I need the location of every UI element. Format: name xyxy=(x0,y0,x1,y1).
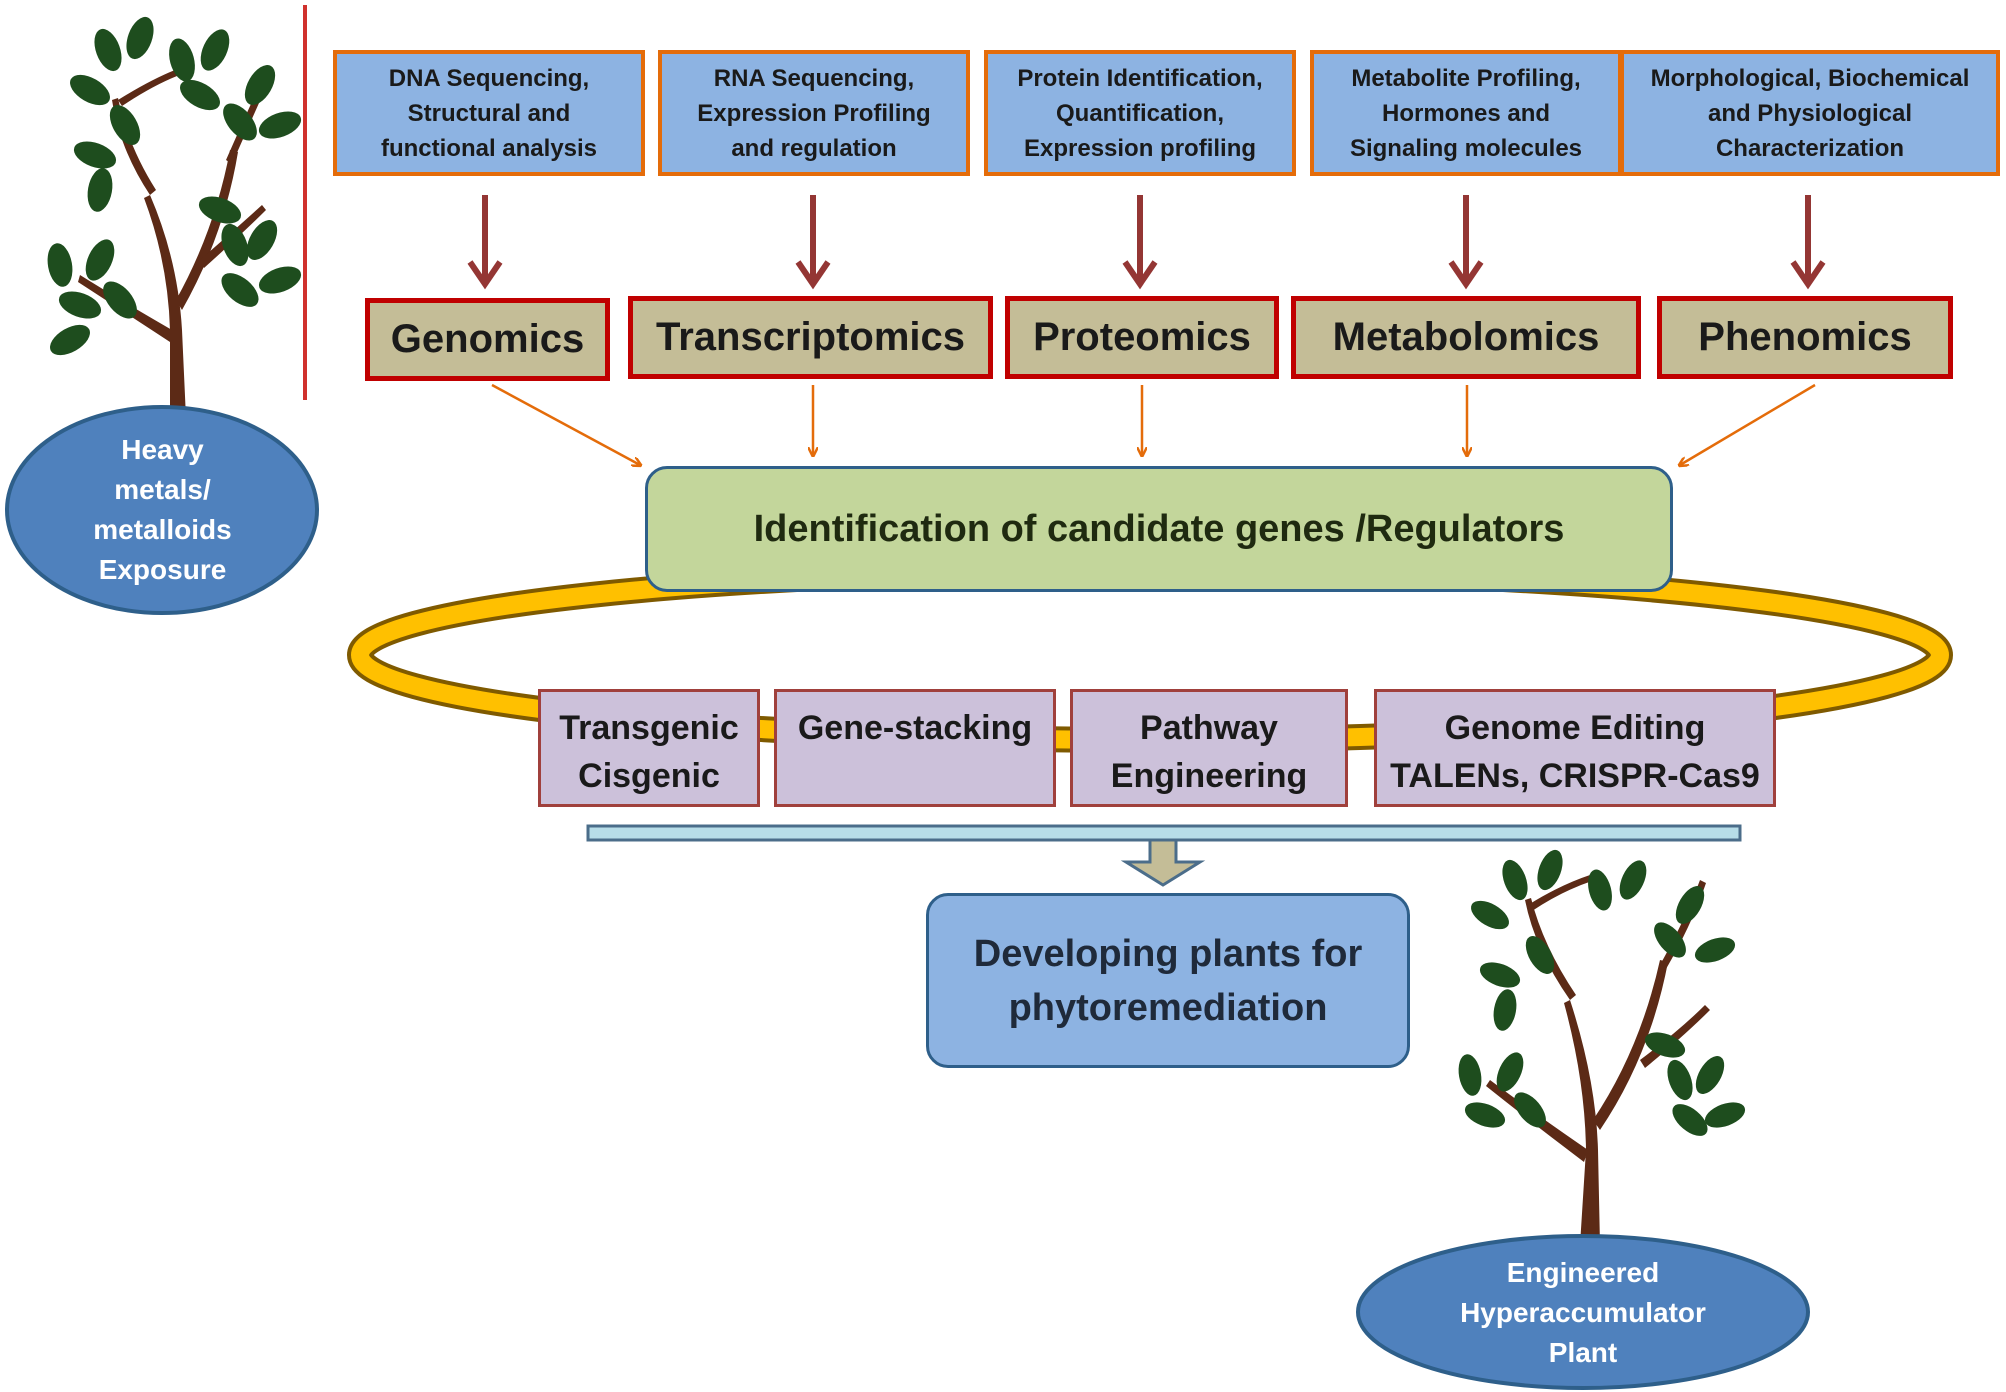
left-tree-icon xyxy=(47,16,302,418)
source-box-protein: Protein Identification,Quantification,Ex… xyxy=(984,50,1296,176)
omics-arrows xyxy=(491,383,1816,465)
source-arrows xyxy=(467,195,1826,290)
identification-box: Identification of candidate genes /Regul… xyxy=(645,466,1673,592)
omics-transcriptomics: Transcriptomics xyxy=(628,296,993,379)
omics-genomics: Genomics xyxy=(365,298,610,381)
plant-ellipse xyxy=(1356,1234,1810,1390)
right-tree-icon xyxy=(1458,849,1746,1245)
omics-phenomics: Phenomics xyxy=(1657,296,1953,379)
omics-proteomics: Proteomics xyxy=(1005,296,1279,379)
method-gene-stacking: Gene-stacking xyxy=(774,689,1056,807)
merge-bracket xyxy=(586,824,1742,887)
exposure-ellipse xyxy=(5,405,319,615)
omics-metabolomics: Metabolomics xyxy=(1291,296,1641,379)
